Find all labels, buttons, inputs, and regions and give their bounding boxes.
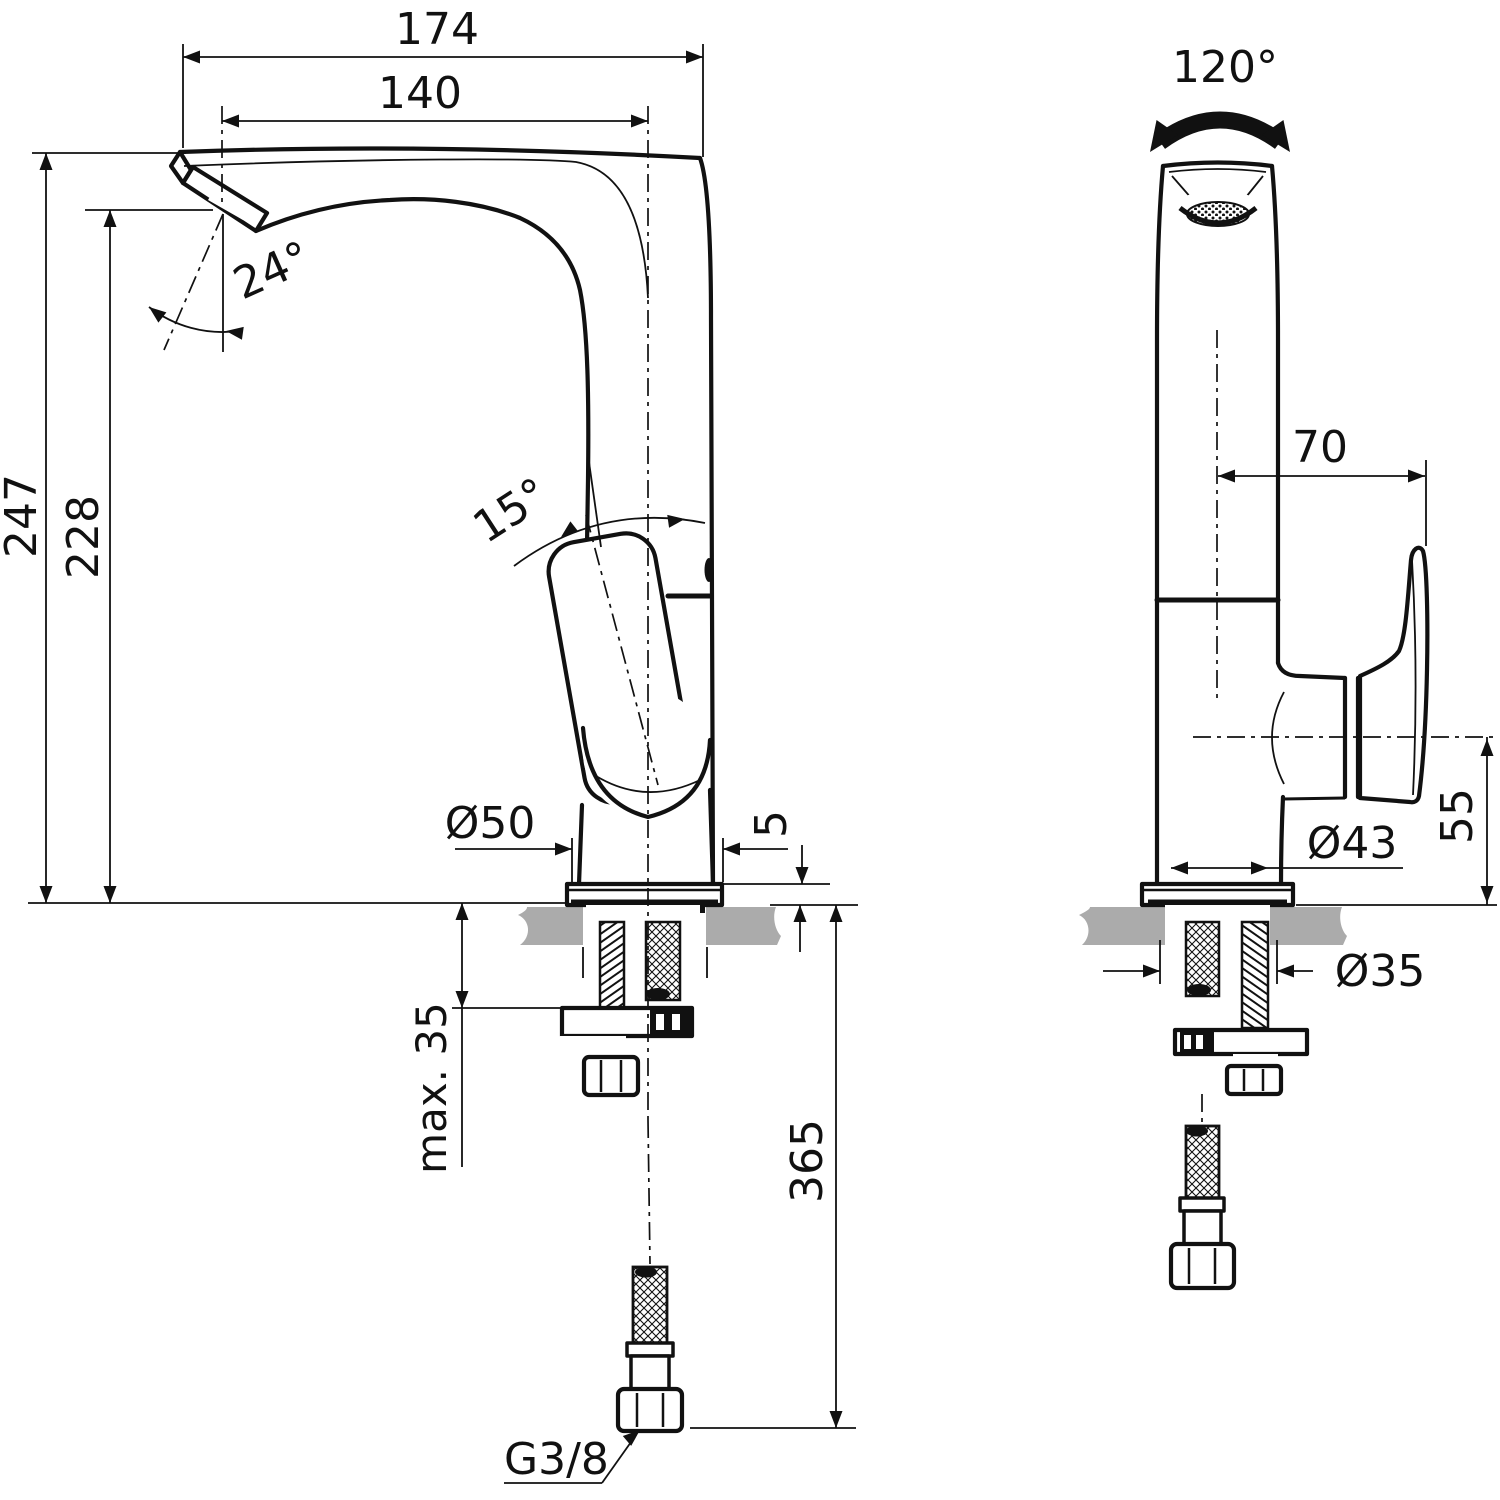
dim-flange-height: 5 — [718, 810, 858, 952]
dimensions-front: 174 140 247 228 — [0, 4, 858, 1485]
side-body-fill — [1157, 162, 1345, 884]
spout-underside — [253, 197, 591, 548]
head-inner-arc — [1168, 168, 1267, 173]
dim-hole-diameter: Ø35 — [1103, 940, 1425, 997]
side-top-edge — [1160, 160, 1275, 169]
dim-max-deck: max. 35 — [407, 903, 565, 1174]
dim-spout-angle-label: 24° — [226, 232, 318, 310]
lever-pivot-dot — [704, 558, 714, 582]
countertop-front-left — [518, 907, 583, 945]
dim-handle-height: 55 — [1296, 737, 1497, 906]
dim-total-reach: 174 — [182, 4, 704, 157]
dome-arc — [580, 725, 713, 820]
connector-nut — [615, 1386, 685, 1434]
side-connector-nut — [1168, 1241, 1237, 1291]
side-supply-hose — [1184, 920, 1221, 998]
dim-handle-offset: 70 — [1218, 422, 1427, 546]
dim-hose-length: 365 — [690, 905, 856, 1429]
spout-top-edge — [177, 146, 703, 161]
dim-swivel-angle-label: 120° — [1172, 42, 1278, 93]
dim-spout-reach-label: 140 — [378, 68, 462, 119]
base-left-edge — [576, 802, 585, 887]
base-right-edge — [707, 787, 716, 887]
dim-handle-height-label: 55 — [1432, 788, 1483, 844]
side-clamp-slot-2 — [1196, 1035, 1203, 1049]
side-right-edge — [1269, 163, 1281, 666]
dim-total-reach-label: 174 — [395, 4, 479, 55]
body-right-edge — [697, 155, 716, 887]
label-thread: G3/8 — [504, 1425, 645, 1485]
spout-inner-curve — [183, 158, 649, 299]
threaded-stud — [598, 920, 626, 1010]
centerlines — [163, 106, 1498, 1265]
dim-spout-height-label: 228 — [58, 495, 109, 579]
handle-neck-top — [1275, 660, 1348, 681]
hose-connector-side — [1168, 1124, 1237, 1291]
countertop-side-right — [1270, 907, 1347, 945]
aerator-mesh — [1186, 201, 1250, 227]
swivel-arrow-band — [1154, 111, 1286, 149]
handle-blade-face — [1411, 559, 1417, 796]
hose-end-curl — [646, 988, 670, 1000]
side-mounting-nut — [1224, 1063, 1284, 1097]
nut-stub — [592, 1046, 632, 1057]
connector-hose-curl — [635, 1266, 657, 1278]
mounting-nut — [581, 1054, 641, 1098]
handle-axis — [585, 514, 659, 786]
dim-total-height-label: 247 — [0, 474, 47, 558]
front-view — [168, 146, 725, 1434]
dim-total-height: 247 — [0, 152, 186, 903]
dim-handle-offset-label: 70 — [1292, 422, 1348, 473]
dim-spout-angle: 24° — [144, 214, 318, 352]
side-underdeck-spacer — [1165, 905, 1270, 922]
hose-connector-front — [615, 1265, 685, 1434]
side-base-right-edge — [1278, 794, 1286, 887]
dim-hose-length-label: 365 — [782, 1119, 833, 1203]
side-threaded-stud — [1240, 920, 1270, 1030]
supply-hose — [644, 920, 682, 1002]
underdeck-spacer — [586, 905, 700, 922]
side-hose-curl — [1187, 984, 1211, 996]
aerator-slot — [208, 190, 249, 220]
dim-max-deck-label: max. 35 — [407, 1002, 456, 1174]
clamp-slot-1 — [656, 1014, 664, 1030]
dim-body-diameter-label: Ø43 — [1307, 818, 1398, 869]
plate-lip — [560, 1036, 626, 1046]
handle-collar-fill — [1345, 678, 1358, 797]
clamp-slot-2 — [672, 1014, 680, 1030]
countertop-side-left — [1079, 907, 1165, 945]
handle-blade — [1357, 545, 1430, 805]
dim-base-diameter: Ø50 — [445, 798, 788, 882]
side-left-edge — [1154, 163, 1166, 887]
side-view — [1139, 111, 1430, 1291]
dim-hole-diameter-label: Ø35 — [1335, 946, 1426, 997]
label-thread-text: G3/8 — [504, 1434, 609, 1485]
side-nut-stub — [1233, 1054, 1278, 1067]
dim-base-diameter-label: Ø50 — [445, 798, 536, 849]
stream-axis — [163, 213, 224, 351]
countertop-sections — [518, 907, 1347, 945]
dim-flange-height-label: 5 — [746, 810, 797, 838]
side-clamp-slot-1 — [1184, 1035, 1191, 1049]
handle-underside — [1282, 796, 1346, 801]
dimensions-side: 120° 70 Ø43 55 — [1103, 42, 1497, 997]
dim-spout-height: 228 — [58, 209, 213, 903]
dim-spout-reach: 140 — [222, 68, 648, 128]
countertop-front-right — [706, 907, 781, 945]
dim-body-diameter: Ø43 — [1171, 818, 1403, 875]
dim-handle-angle-label: 15° — [465, 468, 558, 553]
dome-seam — [595, 775, 701, 793]
front-connector-centerline — [647, 1119, 651, 1265]
